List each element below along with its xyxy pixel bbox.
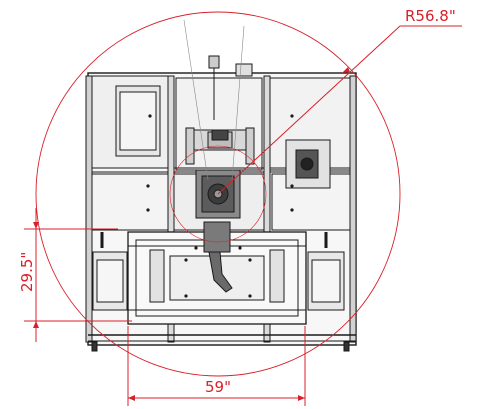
machine-frame [85,55,357,352]
robot-gripper [208,251,233,293]
robot-arm [203,221,231,253]
reach-envelope [35,11,401,377]
width-dimension [127,326,306,406]
mid-left-panel [91,173,171,231]
radius-arrowhead [342,67,350,73]
radius-dimension [217,25,462,195]
robot-reach-circle [35,11,401,377]
height-dimension [24,208,132,342]
width-label: 59" [205,378,231,396]
radius-leader [217,25,401,195]
height-label: 29.5" [18,252,36,292]
radius-label: R56.8" [405,7,456,25]
inner-reach-circle [169,145,267,243]
